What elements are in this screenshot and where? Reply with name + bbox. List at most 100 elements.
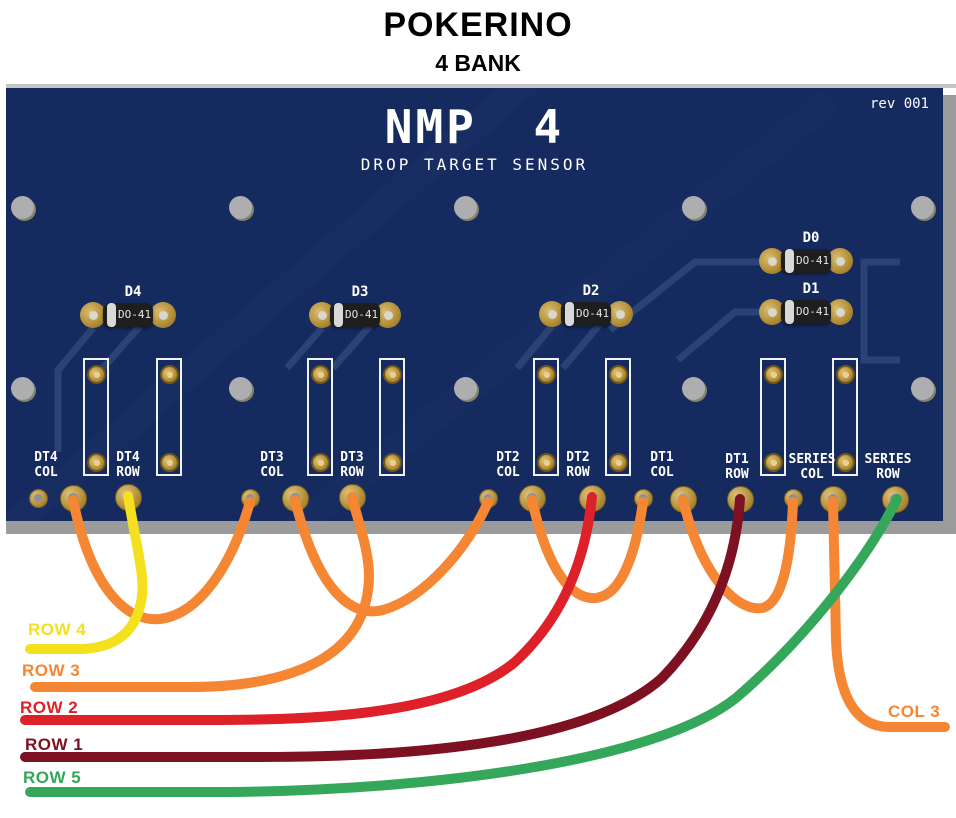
- diode-package-label: DO-41: [796, 305, 830, 318]
- board-edge-bottom: [6, 521, 956, 534]
- pad-dt1-link: [633, 488, 653, 508]
- copper-trace: [514, 323, 555, 371]
- pad-label-line1: DT1: [725, 452, 749, 467]
- diode-body: DO-41: [781, 249, 831, 273]
- pin-hole: [527, 493, 537, 503]
- slot-pad: [311, 453, 330, 472]
- target-switch-slot: [605, 358, 631, 476]
- col-3-wire: [828, 496, 950, 732]
- diode-pad-center: [383, 310, 393, 320]
- diode-label: D0: [802, 230, 820, 246]
- slot-pad: [160, 365, 179, 384]
- diode-label: D1: [802, 281, 820, 297]
- diode-d0: DO-41 D0: [759, 230, 853, 275]
- diode-body: DO-41: [561, 302, 611, 326]
- diode-cathode-band: [785, 249, 794, 273]
- pad-dt3-col: [281, 484, 309, 512]
- pad-label-line1: DT3: [340, 450, 364, 465]
- diode-pad-center: [835, 307, 845, 317]
- diode-label: D2: [582, 283, 600, 299]
- board-subtitle: DROP TARGET SENSOR: [360, 155, 589, 174]
- pin-hole: [828, 494, 838, 504]
- diode-pad: [539, 301, 565, 327]
- pad-label-line1: SERIES: [788, 452, 836, 467]
- diode-cathode-band: [565, 302, 574, 326]
- pad-label-line1: DT2: [566, 450, 590, 465]
- copper-trace: [860, 258, 900, 364]
- copper-trace: [675, 308, 772, 363]
- pin-hole: [587, 493, 597, 503]
- pad-dt1-row: [726, 485, 754, 513]
- diode-pad: [759, 248, 785, 274]
- slot-pad: [609, 453, 628, 472]
- board-name: NMP 4: [384, 100, 565, 154]
- page-title: POKERINO: [383, 6, 573, 44]
- pin-hole: [639, 494, 647, 502]
- slot-pad-center: [389, 459, 396, 466]
- diode-label: D3: [351, 284, 369, 300]
- diode-body: DO-41: [781, 300, 831, 324]
- diode-pad: [80, 302, 106, 328]
- pad-series-row: [881, 485, 909, 513]
- slot-pad: [87, 365, 106, 384]
- pad-label-line2: ROW: [876, 467, 900, 482]
- diode-pad-center: [547, 309, 557, 319]
- diode-cathode-band: [334, 303, 343, 327]
- pad-series-link: [783, 488, 803, 508]
- pad-label-line1: DT3: [260, 450, 284, 465]
- pad-label-line2: COL: [260, 465, 284, 480]
- slot-pad: [836, 453, 855, 472]
- pad-dt3-link: [240, 488, 260, 508]
- diode-body: DO-41: [330, 303, 380, 327]
- pad-dt3-row: [338, 483, 366, 511]
- diode-pad: [150, 302, 176, 328]
- diode-label: D4: [124, 284, 142, 300]
- pin-hole: [123, 492, 133, 502]
- diode-package-label: DO-41: [118, 308, 152, 321]
- pin-hole: [735, 494, 745, 504]
- diode-d1: DO-41 D1: [759, 281, 853, 326]
- mounting-hole: [911, 196, 934, 219]
- diode-package-label: DO-41: [796, 254, 830, 267]
- slot-pad: [87, 453, 106, 472]
- slot-pad-center: [543, 459, 550, 466]
- board-edge-right: [943, 95, 956, 533]
- diode-pad: [827, 299, 853, 325]
- slot-pad-center: [317, 459, 324, 466]
- slot-pad: [764, 365, 783, 384]
- copper-trace: [54, 325, 96, 452]
- copper-trace: [607, 258, 772, 333]
- mounting-hole: [911, 377, 934, 400]
- copper-trace: [284, 325, 325, 371]
- page-subtitle: 4 BANK: [435, 50, 521, 76]
- diode-d2: DO-41 D2: [539, 283, 633, 328]
- pin-hole: [678, 494, 688, 504]
- mounting-hole: [229, 377, 252, 400]
- slot-pad: [383, 453, 402, 472]
- pin-hole: [34, 494, 42, 502]
- target-switch-slot: [832, 358, 858, 476]
- pad-label-line2: ROW: [566, 465, 590, 480]
- mounting-hole: [682, 196, 705, 219]
- pad-dt1-col: [669, 485, 697, 513]
- slot-pad: [609, 365, 628, 384]
- slot-pad-center: [770, 371, 777, 378]
- slot-pad-center: [615, 459, 622, 466]
- pin-hole: [246, 494, 254, 502]
- copper-trace: [100, 323, 143, 371]
- wire-label-col-3: COL 3: [888, 702, 941, 721]
- slot-pad: [764, 453, 783, 472]
- diode-pad: [607, 301, 633, 327]
- target-switch-slot: [533, 358, 559, 476]
- pad-label-line1: SERIES: [864, 452, 912, 467]
- diode-cathode-band: [785, 300, 794, 324]
- pin-hole: [347, 492, 357, 502]
